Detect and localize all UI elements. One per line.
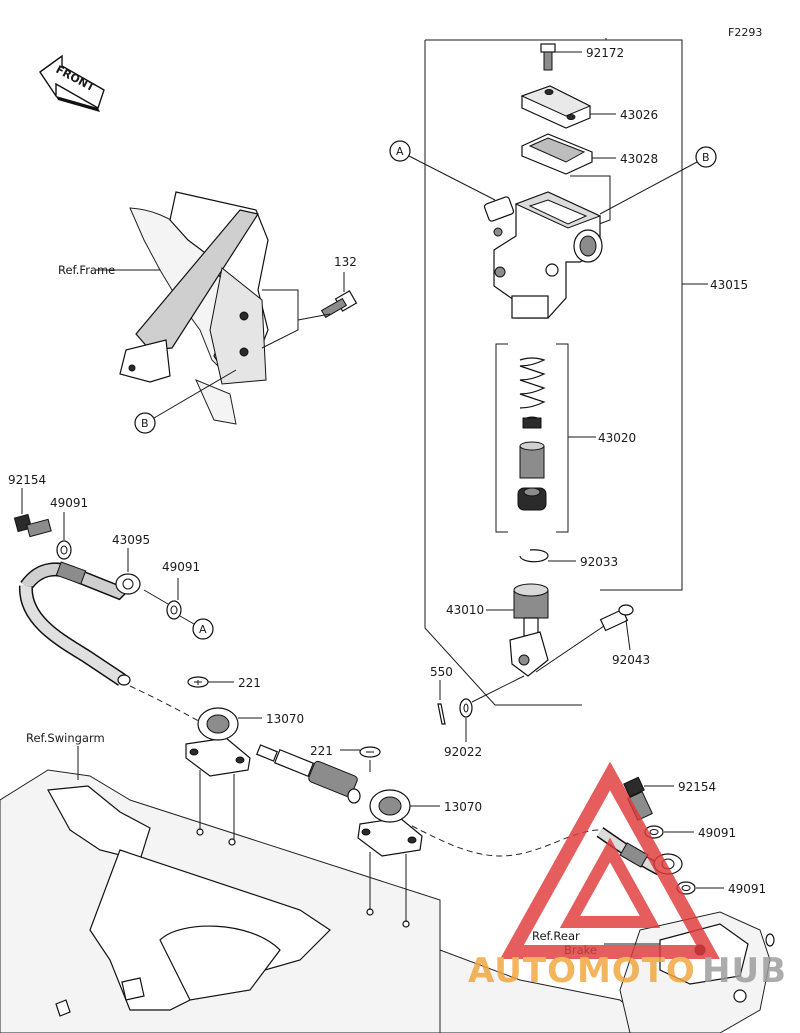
assembly-43015-bracket bbox=[424, 38, 708, 706]
callout-132: 132 bbox=[334, 255, 357, 269]
front-arrow-icon: FRONT bbox=[39, 54, 105, 112]
callout-92033: 92033 bbox=[580, 555, 618, 569]
watermark-text-automoto: AUTOMOTO bbox=[468, 951, 696, 991]
callout-43015: 43015 bbox=[710, 278, 748, 292]
diaphragm-43028 bbox=[521, 133, 616, 175]
callout-92043: 92043 bbox=[612, 653, 650, 667]
callout-13070-a: 13070 bbox=[266, 712, 304, 726]
callout-49091-b: 49091 bbox=[162, 560, 200, 574]
callout-49091-d: 49091 bbox=[728, 882, 766, 896]
washer-49091-d bbox=[676, 881, 724, 895]
callout-43095: 43095 bbox=[112, 533, 150, 547]
marker-b-top-letter: B bbox=[702, 151, 710, 164]
callout-43020: 43020 bbox=[598, 431, 636, 445]
callout-49091-c: 49091 bbox=[698, 826, 736, 840]
callout-92022: 92022 bbox=[444, 745, 482, 759]
brake-hose-43095 bbox=[19, 548, 169, 686]
marker-a-hose: A bbox=[179, 615, 214, 640]
callout-550: 550 bbox=[430, 665, 453, 679]
swingarm-reference bbox=[0, 746, 661, 1033]
callout-221-b: 221 bbox=[310, 744, 333, 758]
washer-92022 bbox=[459, 675, 525, 742]
washer-49091-a bbox=[56, 512, 72, 560]
callout-92172: 92172 bbox=[586, 46, 624, 60]
frame-reference bbox=[96, 191, 269, 425]
callout-43026: 43026 bbox=[620, 108, 658, 122]
washer-49091-b bbox=[166, 578, 182, 620]
callout-43028: 43028 bbox=[620, 152, 658, 166]
callout-13070-b: 13070 bbox=[444, 800, 482, 814]
callout-221-a: 221 bbox=[238, 676, 261, 690]
watermark-text-hub: HUB bbox=[702, 951, 787, 991]
screw-92172 bbox=[540, 43, 582, 71]
circlip-92033 bbox=[519, 549, 576, 563]
pin-92043 bbox=[535, 604, 634, 673]
marker-b-frame-letter: B bbox=[141, 417, 149, 430]
callout-92154-bottom: 92154 bbox=[678, 780, 716, 794]
master-cylinder-body-43015 bbox=[483, 175, 611, 319]
clamp-13070-a bbox=[185, 707, 262, 840]
marker-b-frame: B bbox=[134, 369, 237, 434]
watermark-logo: AUTOMOTO HUB bbox=[468, 761, 787, 991]
figure-code: F2293 bbox=[728, 26, 762, 39]
cap-43026 bbox=[520, 85, 616, 129]
washer-49091-c bbox=[644, 825, 694, 839]
bolt-132 bbox=[261, 272, 358, 349]
banjo-bolt-92154-top bbox=[13, 488, 52, 538]
piston-kit-43020 bbox=[495, 343, 596, 533]
callout-43010: 43010 bbox=[446, 603, 484, 617]
marker-a-top-letter: A bbox=[396, 145, 404, 158]
callout-49091-a: 49091 bbox=[50, 496, 88, 510]
ref-swingarm-label: Ref.Swingarm bbox=[26, 731, 105, 745]
ref-frame-label: Ref.Frame bbox=[58, 263, 115, 277]
cotter-pin-550 bbox=[437, 680, 446, 725]
clamp-13070-b bbox=[357, 789, 440, 922]
push-rod-43010 bbox=[486, 583, 549, 677]
marker-b-top: B bbox=[599, 146, 717, 215]
banjo-bolt-92154-bottom bbox=[623, 776, 674, 821]
marker-a-top: A bbox=[389, 140, 496, 201]
ref-rear-brake-label-1: Ref.Rear bbox=[532, 929, 580, 943]
marker-a-hose-letter: A bbox=[199, 623, 207, 636]
callout-92154-top: 92154 bbox=[8, 473, 46, 487]
screw-221-b bbox=[340, 746, 381, 772]
reservoir-link bbox=[256, 744, 361, 804]
screw-221-a bbox=[187, 676, 234, 688]
